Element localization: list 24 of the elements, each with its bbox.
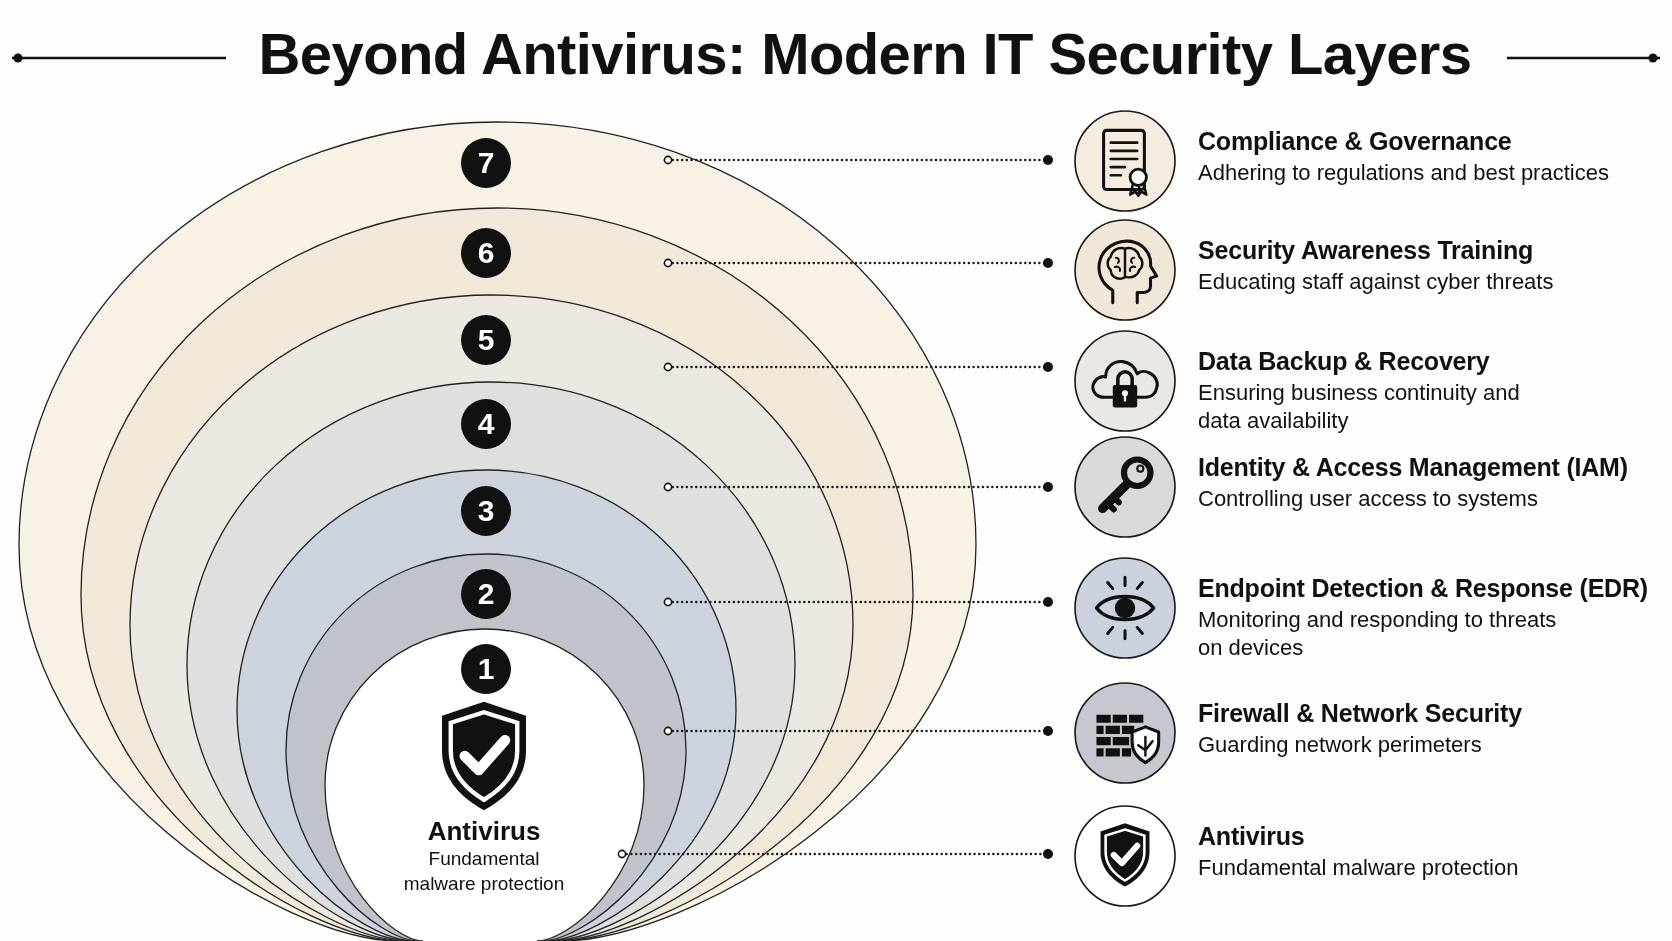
leader-line bbox=[663, 597, 1053, 607]
item-title: Antivirus bbox=[1198, 821, 1305, 851]
leader-line bbox=[663, 258, 1053, 268]
leader-line bbox=[663, 726, 1053, 736]
item-title: Identity & Access Management (IAM) bbox=[1198, 452, 1628, 482]
item-title: Compliance & Governance bbox=[1198, 126, 1512, 156]
item-description: Monitoring and responding to threats on devices bbox=[1198, 606, 1558, 662]
leader-line bbox=[663, 482, 1053, 492]
item-description: Educating staff against cyber threats bbox=[1198, 268, 1554, 296]
item-title: Endpoint Detection & Response (EDR) bbox=[1198, 573, 1648, 603]
leader-line bbox=[663, 155, 1053, 165]
item-title: Firewall & Network Security bbox=[1198, 698, 1522, 728]
item-title: Data Backup & Recovery bbox=[1198, 346, 1490, 376]
layer-description: Fundamental malware protection bbox=[402, 847, 566, 896]
item-description: Ensuring business continuity and data availability bbox=[1198, 379, 1521, 435]
leader-line bbox=[617, 849, 1053, 859]
layer-title: Antivirus bbox=[427, 816, 541, 846]
title: Beyond Antivirus: Modern IT Security Layers bbox=[258, 22, 1472, 86]
item-title: Security Awareness Training bbox=[1198, 235, 1534, 265]
item-description: Adhering to regulations and best practices bbox=[1198, 159, 1609, 187]
item-description: Guarding network perimeters bbox=[1198, 731, 1482, 759]
item-description: Fundamental malware protection bbox=[1198, 854, 1519, 882]
leader-line bbox=[663, 362, 1053, 372]
item-description: Controlling user access to systems bbox=[1198, 485, 1538, 513]
